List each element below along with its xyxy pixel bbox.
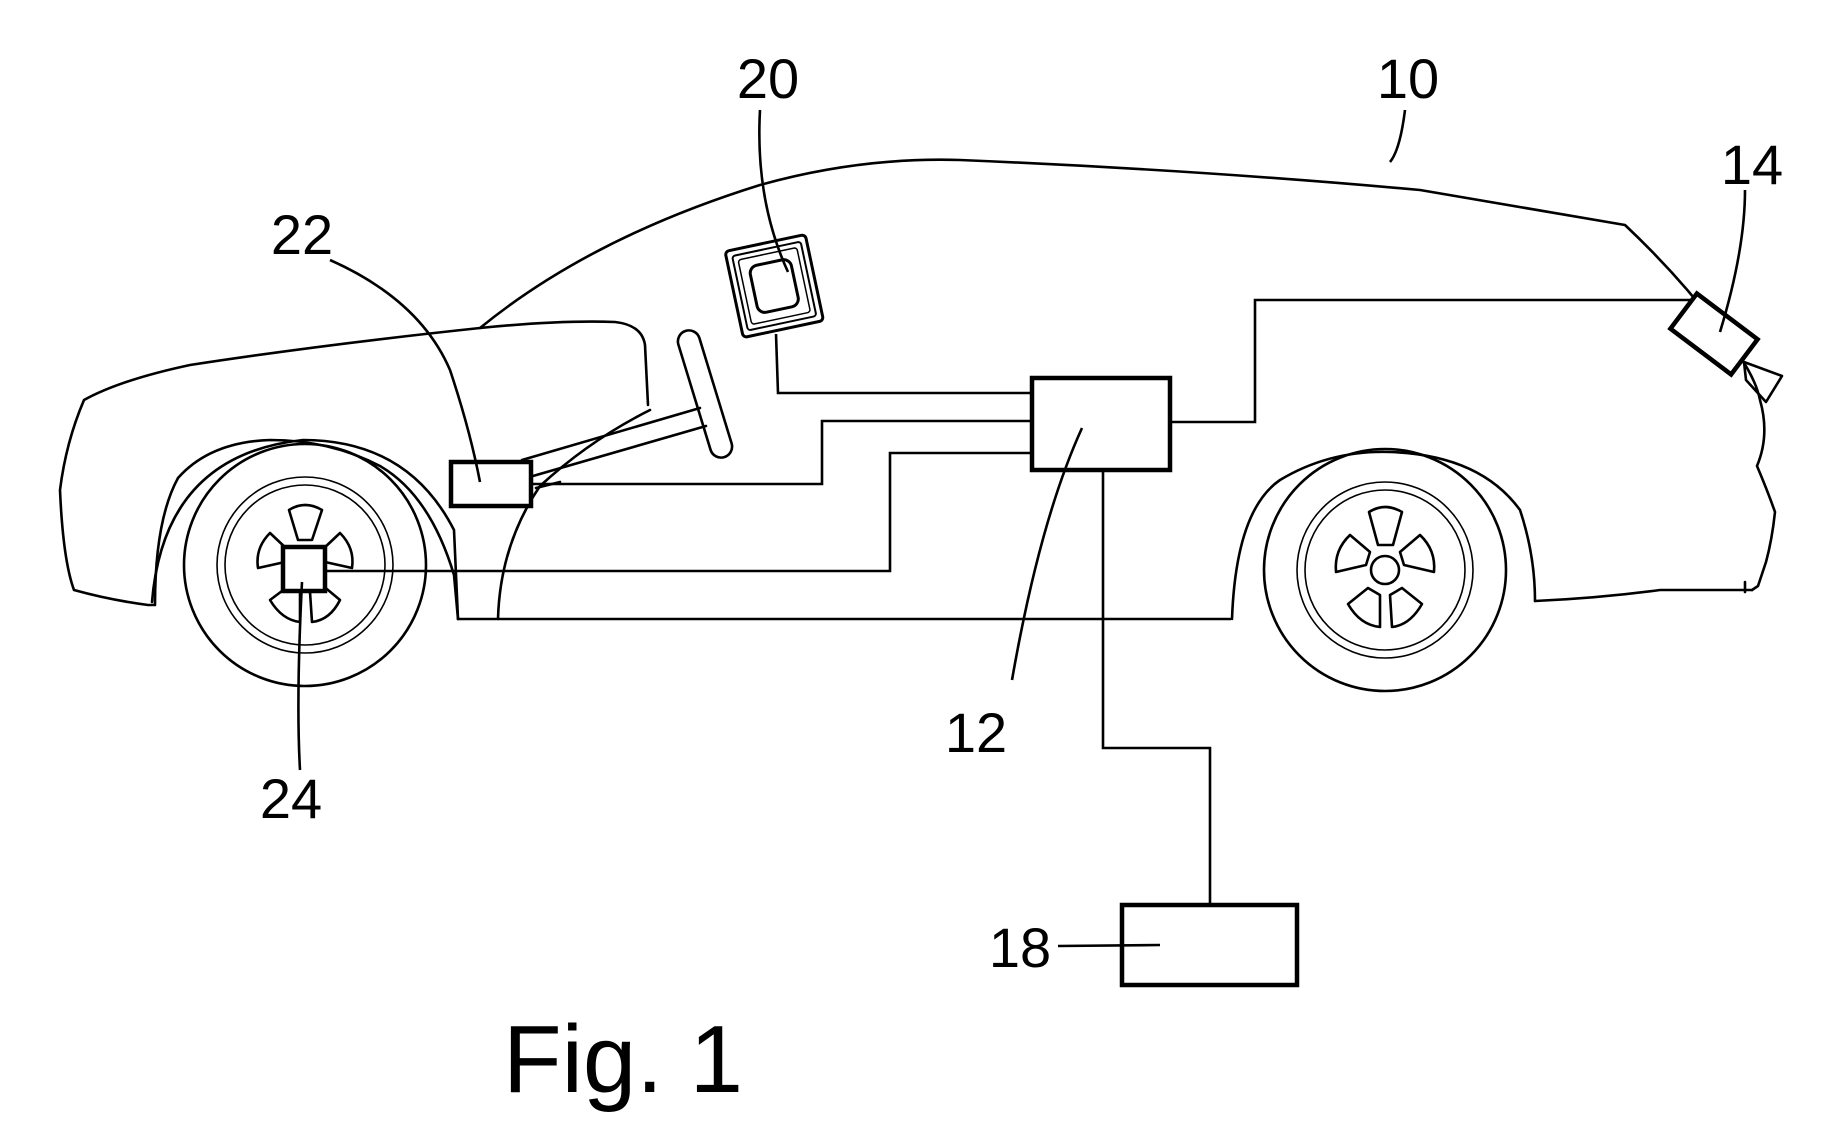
control-unit [1032, 378, 1170, 470]
label-18: 18 [989, 916, 1051, 979]
label-14: 14 [1721, 133, 1783, 196]
figure-caption: Fig. 1 [503, 1006, 743, 1113]
label-12: 12 [945, 701, 1007, 764]
display [725, 234, 824, 337]
label-10: 10 [1377, 47, 1439, 110]
label-20: 20 [737, 47, 799, 110]
steering-wheel [522, 328, 735, 488]
leader-lines [298, 110, 1745, 946]
steering-sensor [451, 462, 531, 506]
label-24: 24 [260, 767, 322, 830]
rear-wheel [1264, 449, 1506, 691]
wheel-sensor [283, 547, 325, 591]
label-22: 22 [271, 203, 333, 266]
wiring [325, 300, 1690, 905]
